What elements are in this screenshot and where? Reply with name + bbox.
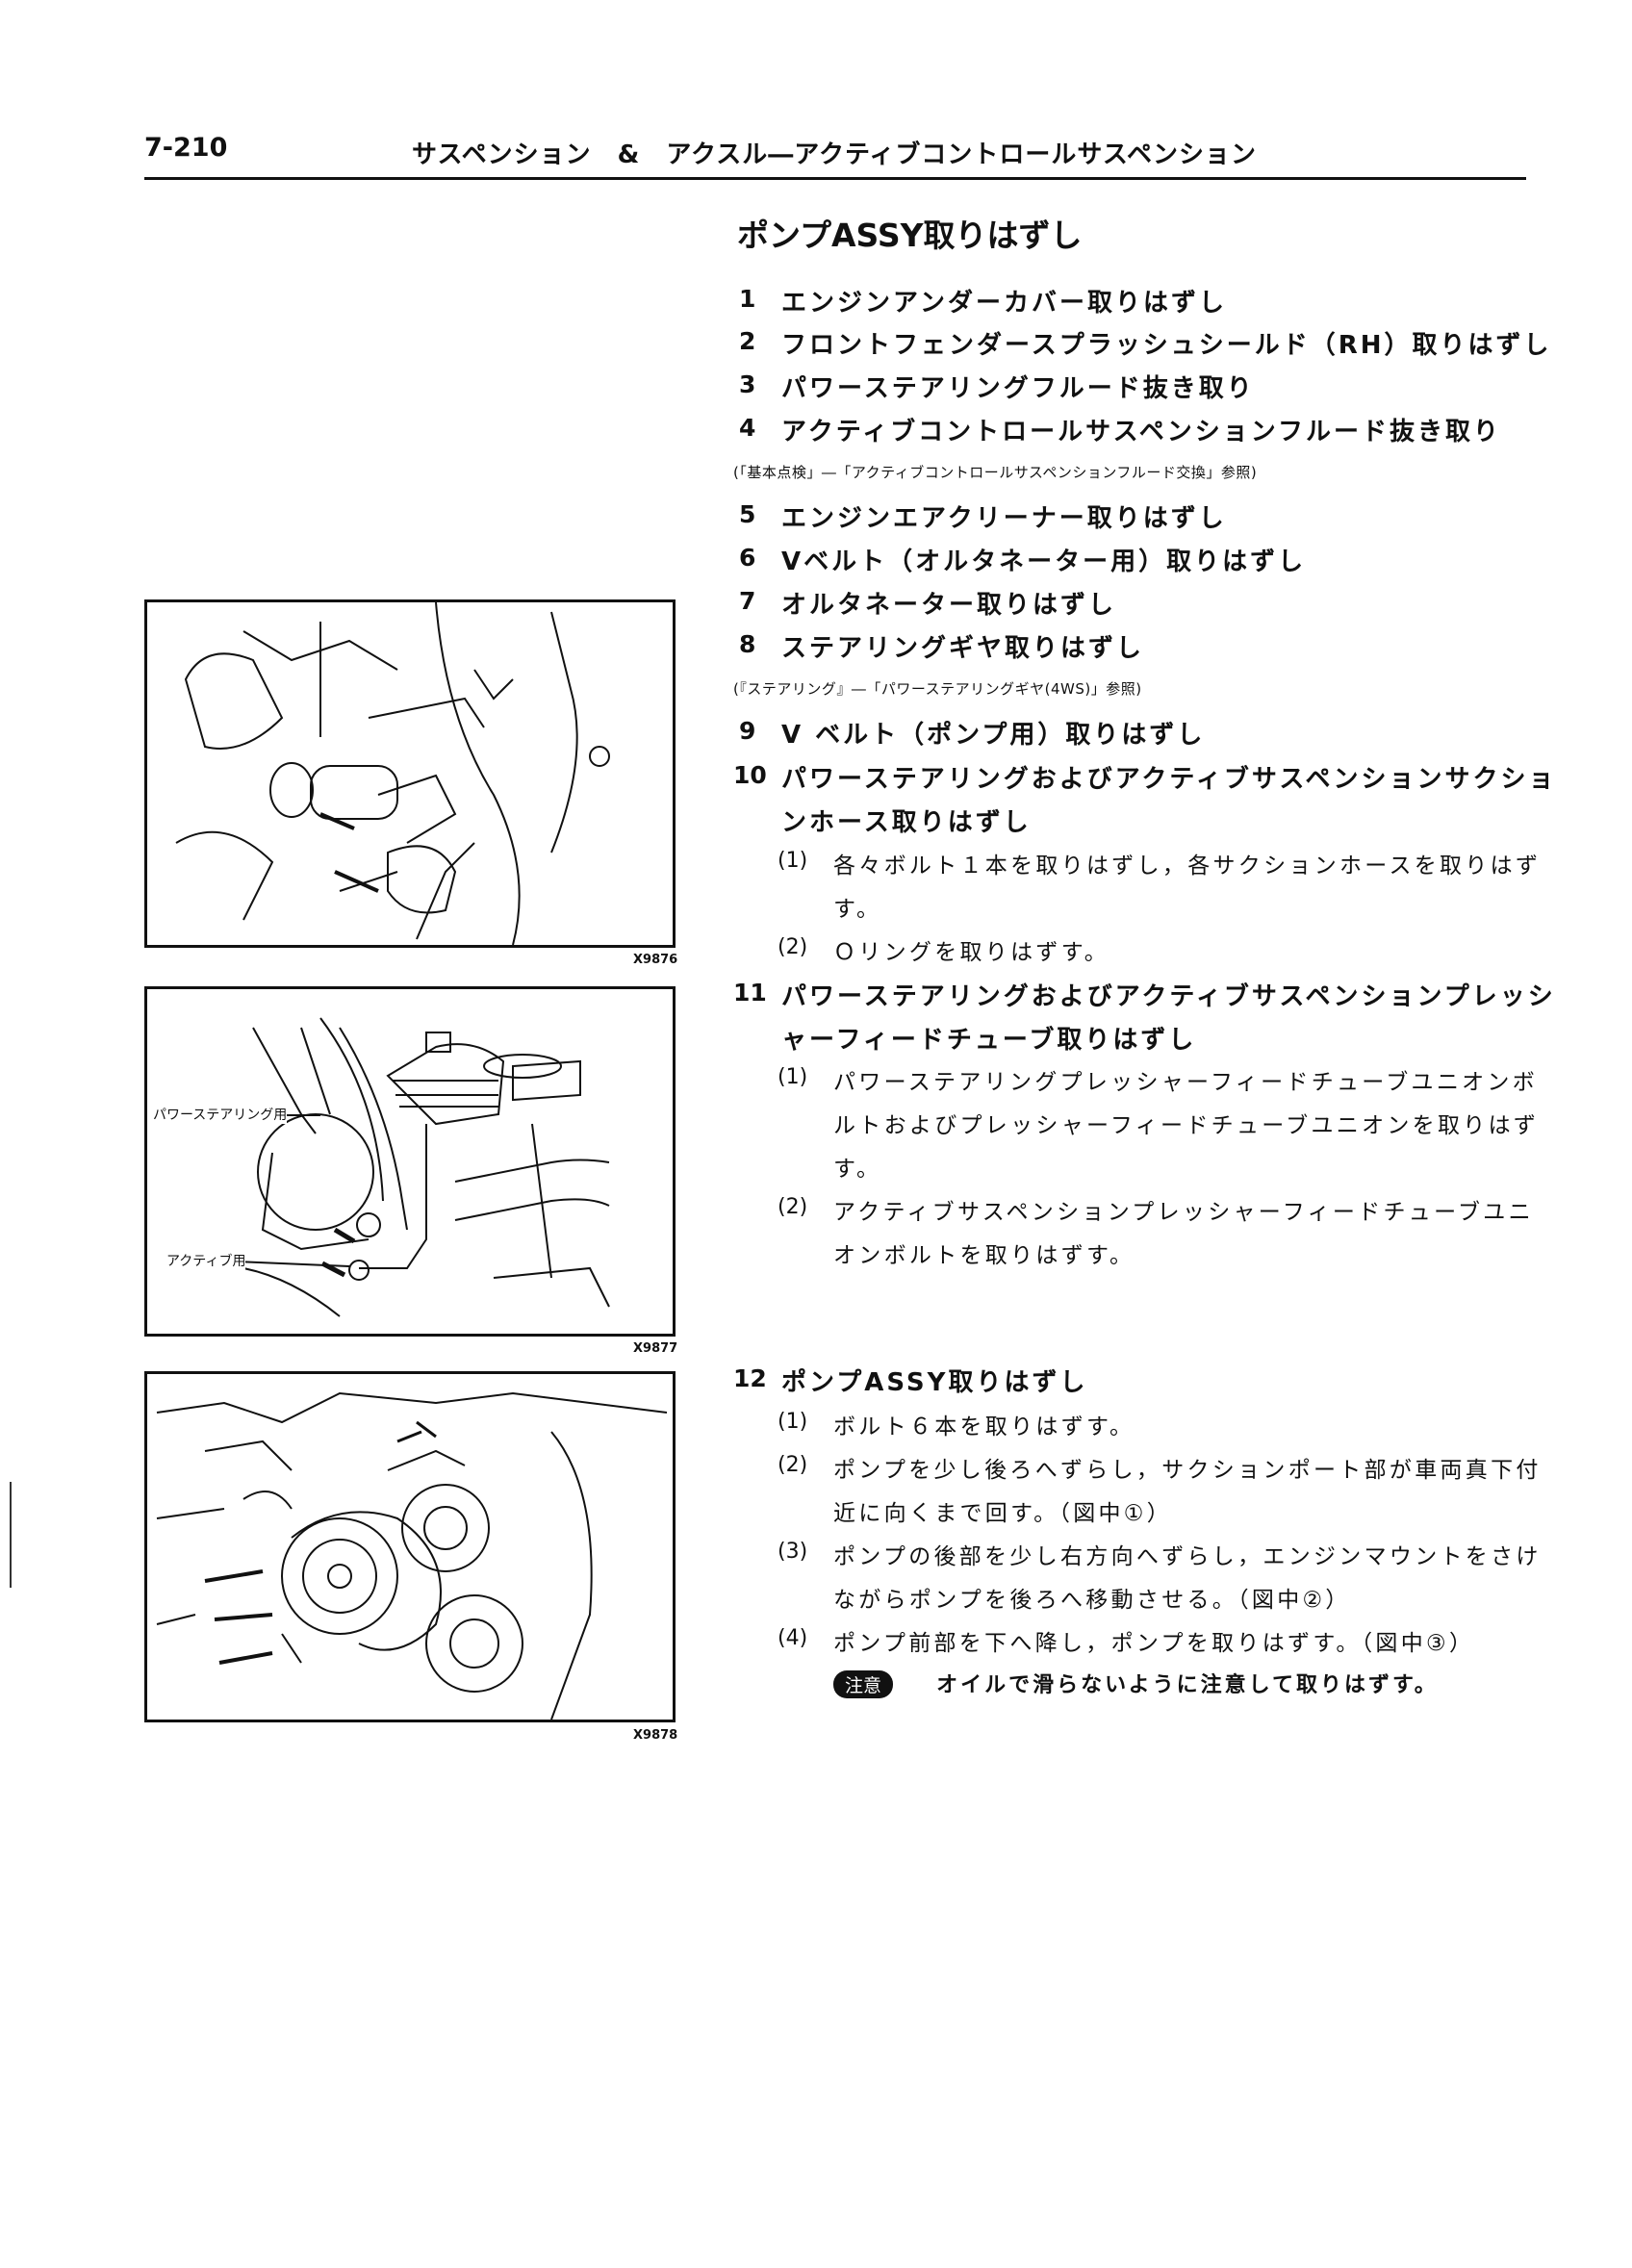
step-number: 2: [739, 327, 756, 355]
step-number: 6: [739, 544, 756, 572]
substep-text: 各々ボルト１本を取りはずし，各サクションホースを取りはず: [833, 854, 1542, 879]
step-number: 10: [733, 761, 767, 789]
figure-id: X9877: [633, 1341, 678, 1356]
caution-badge: 注意: [833, 1670, 894, 1698]
figure-id: X9876: [633, 953, 678, 967]
substep-text: す。: [833, 1157, 882, 1182]
step-number: 11: [733, 979, 767, 1007]
substep-number: (1): [778, 849, 808, 873]
page-number: 7-210: [144, 133, 228, 163]
step-text: アクティブコントロールサスペンションフルード抜き取り: [781, 418, 1502, 446]
substep-number: (4): [778, 1626, 808, 1650]
figure-3: [144, 1371, 676, 1722]
step-text: オルタネーター取りはずし: [781, 591, 1117, 620]
step-text: エンジンアンダーカバー取りはずし: [781, 289, 1227, 318]
header-rule: [144, 177, 1526, 180]
substep-text: ポンプ前部を下へ降し，ポンプを取りはずす。（図中③）: [833, 1631, 1475, 1656]
step-text: パワーステアリングおよびアクティブサスペンションサクショ: [781, 765, 1557, 794]
substep-text: ながらポンプを後ろへ移動させる。（図中②）: [833, 1588, 1351, 1613]
substep-text: アクティブサスペンションプレッシャーフィードチューブユニ: [833, 1200, 1534, 1225]
step-number: 4: [739, 414, 756, 442]
figure-2: パワーステアリング用 アクティブ用: [144, 986, 676, 1337]
section-title: ポンプASSY取りはずし: [737, 217, 1083, 254]
step-number: 9: [739, 717, 756, 745]
pressure-tube-illustration: [186, 1017, 610, 1317]
step-number: 1: [739, 285, 756, 313]
step-text: ャーフィードチューブ取りはずし: [781, 1026, 1197, 1055]
step-number: 8: [739, 630, 756, 658]
step-text: フロントフェンダースプラッシュシールド（RH）取りはずし: [781, 331, 1552, 360]
label-power-steering: パワーステアリング用: [153, 1105, 288, 1124]
substep-text: Ｏリングを取りはずす。: [833, 940, 1109, 965]
substep-text: ボルト６本を取りはずす。: [833, 1414, 1135, 1440]
substep-number: (2): [778, 935, 808, 959]
substep-number: (1): [778, 1065, 808, 1089]
step-text: エンジンエアクリーナー取りはずし: [781, 504, 1227, 533]
caution-text: オイルで滑らないように注意して取りはずす。: [936, 1673, 1439, 1697]
binding-mark: [10, 1482, 12, 1588]
substep-text: ポンプの後部を少し右方向へずらし，エンジンマウントをさけ: [833, 1544, 1542, 1569]
step-text: Vベルト（オルタネーター用）取りはずし: [781, 548, 1307, 576]
running-title: サスペンション & アクスル―アクティブコントロールサスペンション: [412, 140, 1258, 169]
step-text: パワーステアリングおよびアクティブサスペンションプレッシ: [781, 982, 1556, 1011]
figure-id: X9878: [633, 1728, 678, 1743]
substep-text: ルトおよびプレッシャーフィードチューブユニオンを取りはず: [833, 1113, 1540, 1138]
reference-note: (「基本点検」―「アクティブコントロールサスペンションフルード交換」参照): [733, 464, 1258, 481]
reference-note: (『ステアリング』―「パワーステアリングギヤ(4WS)」参照): [733, 680, 1142, 698]
step-text: V ベルト（ポンプ用）取りはずし: [781, 721, 1206, 750]
substep-text: 近に向くまで回す。（図中①）: [833, 1501, 1173, 1526]
step-text: ステアリングギヤ取りはずし: [781, 634, 1145, 663]
substep-number: (1): [778, 1410, 808, 1434]
step-number: 3: [739, 370, 756, 398]
step-text: ポンプASSY取りはずし: [781, 1368, 1088, 1397]
step-number: 5: [739, 500, 756, 528]
step-text: ンホース取りはずし: [781, 808, 1032, 837]
substep-text: オンボルトを取りはずす。: [833, 1243, 1135, 1268]
pump-hose-illustration: [175, 601, 610, 946]
substep-number: (2): [778, 1453, 808, 1477]
figure-1: [144, 599, 676, 948]
substep-number: (3): [778, 1540, 808, 1564]
substep-number: (2): [778, 1195, 808, 1219]
substep-text: す。: [833, 897, 882, 922]
caution-note: 注意 オイルで滑らないように注意して取りはずす。: [833, 1668, 1439, 1698]
step-text: パワーステアリングフルード抜き取り: [781, 374, 1255, 403]
pump-removal-illustration: [156, 1391, 668, 1720]
substep-text: パワーステアリングプレッシャーフィードチューブユニオンボ: [833, 1070, 1539, 1095]
label-active: アクティブ用: [166, 1251, 246, 1270]
step-number: 7: [739, 587, 756, 615]
substep-text: ポンプを少し後ろへずらし，サクションポート部が車両真下付: [833, 1458, 1542, 1483]
step-number: 12: [733, 1364, 767, 1392]
